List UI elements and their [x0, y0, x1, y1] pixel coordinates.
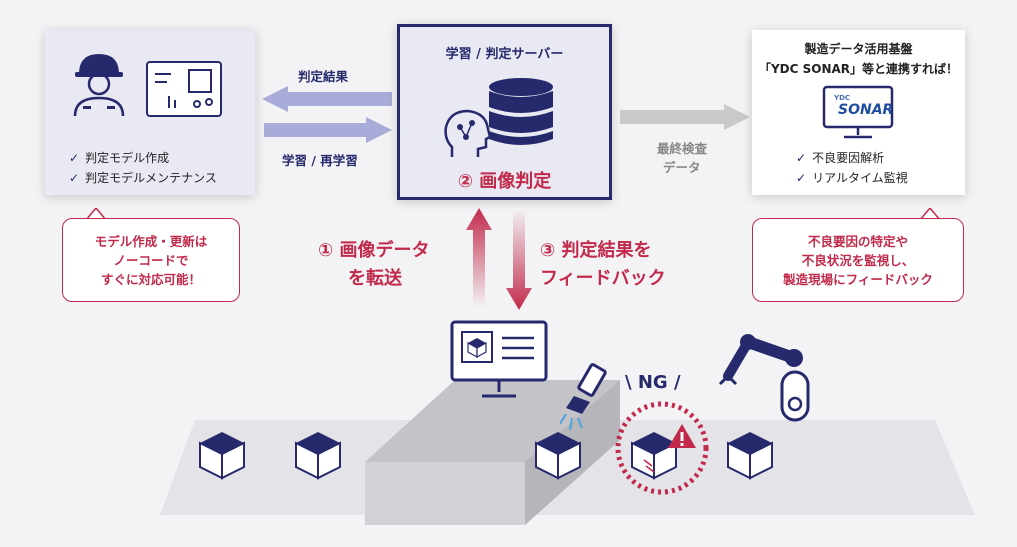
- brain-icon: [444, 109, 492, 157]
- result-arrow: [262, 86, 392, 112]
- right-title-1: 製造データ活用基盤: [804, 42, 913, 56]
- right-item-2: ✓リアルタイム監視: [796, 171, 908, 185]
- check-icon: ✓: [69, 171, 80, 185]
- check-icon: ✓: [796, 171, 807, 185]
- left-item-1: ✓判定モデル作成: [69, 151, 170, 165]
- center-title: 学習 / 判定サーバー: [445, 47, 564, 62]
- sonar-logo-small: YDC: [834, 94, 851, 102]
- robot-arm-icon: [718, 334, 810, 422]
- inspection-table-top: [365, 380, 620, 462]
- left-card: ✓判定モデル作成 ✓判定モデルメンテナンス: [45, 30, 255, 195]
- upload-label-2: を転送: [348, 268, 402, 289]
- cube-icon: [535, 431, 581, 479]
- final-label-1: 最終検査: [657, 141, 708, 156]
- ng-highlight-circle: [615, 401, 709, 495]
- final-label-2: データ: [663, 160, 701, 175]
- database-icon: [489, 78, 553, 145]
- screen-chart-icon: [146, 61, 222, 117]
- right-item-1: ✓不良要因解析: [796, 151, 885, 165]
- worker-icon: [73, 54, 125, 117]
- feedback-arrow: [506, 208, 532, 310]
- ng-label: \ NG /: [625, 372, 681, 393]
- cube-icon: [199, 431, 245, 479]
- feedback-label-2: フィードバック: [540, 268, 666, 289]
- center-caption: ② 画像判定: [457, 171, 552, 192]
- center-card: 学習 / 判定サーバー ② 画像判定: [397, 24, 612, 200]
- inspection-monitor-icon: [450, 320, 548, 398]
- left-item-2: ✓判定モデルメンテナンス: [69, 171, 217, 185]
- final-data-arrow: [620, 104, 750, 130]
- upload-arrow: [466, 208, 492, 308]
- learn-label: 学習 / 再学習: [282, 153, 358, 168]
- learn-arrow: [264, 117, 392, 143]
- check-icon: ✓: [69, 151, 80, 165]
- warning-icon: [668, 424, 696, 448]
- right-callout: 不良要因の特定や 不良状況を監視し、 製造現場にフィードバック: [752, 218, 964, 302]
- monitor-icon: [822, 85, 894, 139]
- feedback-label-1: ③ 判定結果を: [540, 240, 652, 261]
- camera-icon: [560, 363, 607, 431]
- right-title-2: 「YDC SONAR」等と連携すれば！: [758, 62, 959, 76]
- ng-slash-right: /: [667, 372, 681, 393]
- inspection-table-front: [365, 462, 525, 525]
- result-label: 判定結果: [298, 69, 349, 84]
- right-card: 製造データ活用基盤 「YDC SONAR」等と連携すれば！ YDC SONAR …: [752, 30, 965, 195]
- upload-label-1: ① 画像データ: [318, 240, 430, 261]
- sonar-logo: SONAR: [838, 102, 894, 118]
- check-icon: ✓: [796, 151, 807, 165]
- ng-slash-left: \: [625, 372, 638, 393]
- cube-icon: [727, 431, 773, 479]
- cube-icon: [295, 431, 341, 479]
- left-callout: モデル作成・更新は ノーコードで すぐに対応可能！: [62, 218, 240, 302]
